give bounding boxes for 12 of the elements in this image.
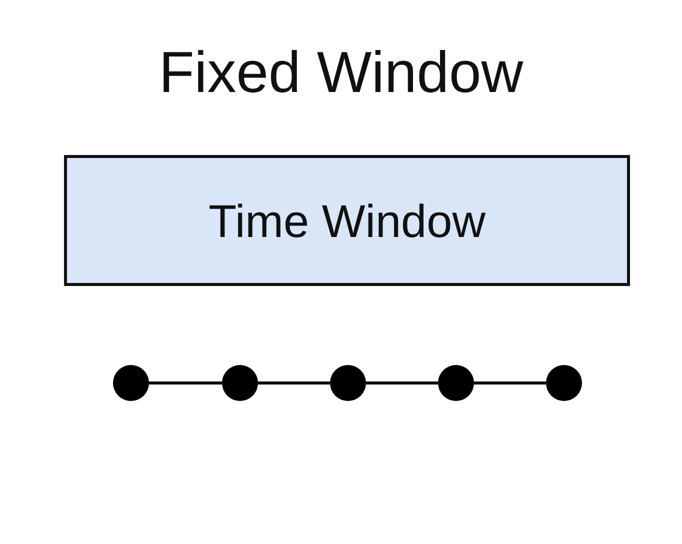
diagram-title: Fixed Window — [158, 39, 524, 107]
dot-marker — [113, 365, 149, 401]
dot-marker — [438, 365, 474, 401]
connector-line — [149, 382, 222, 384]
dot-marker — [222, 365, 258, 401]
dot-marker — [330, 365, 366, 401]
connector-line — [258, 382, 330, 384]
dot-marker — [546, 365, 582, 401]
connector-line — [366, 382, 438, 384]
box-label: Time Window — [208, 194, 486, 248]
connector-line — [474, 382, 546, 384]
window-box — [64, 155, 630, 286]
